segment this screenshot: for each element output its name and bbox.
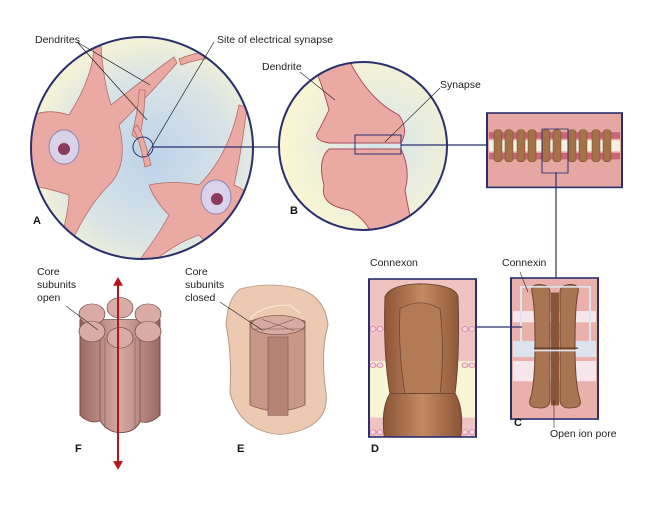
leader-line bbox=[519, 271, 529, 293]
panel-label-e: E bbox=[237, 443, 245, 455]
label-core-subunits-closed: Core subunits closed bbox=[185, 266, 225, 304]
leader-line bbox=[76, 41, 151, 121]
leader-line bbox=[65, 305, 99, 331]
cell-nucleus bbox=[48, 129, 80, 165]
label-site-of-electrical-synapse: Site of electrical synapse bbox=[217, 34, 334, 46]
panel-label-c: C bbox=[514, 417, 522, 429]
leader-line bbox=[146, 41, 215, 156]
panel-label-a: A bbox=[33, 215, 41, 227]
panel-d-connexon bbox=[368, 278, 477, 438]
leader-line bbox=[219, 301, 263, 331]
label-dendrite: Dendrite bbox=[262, 61, 302, 73]
label-core-subunits-open: Core subunits open bbox=[37, 266, 77, 304]
cell-nucleus bbox=[200, 179, 232, 215]
label-synapse: Synapse bbox=[440, 79, 481, 91]
panel-label-b: B bbox=[290, 205, 298, 217]
label-connexin: Connexin bbox=[502, 257, 547, 269]
panel-e-closed-channel bbox=[225, 284, 329, 436]
label-dendrites: Dendrites bbox=[35, 34, 80, 46]
label-open-ion-pore: Open ion pore bbox=[550, 428, 617, 440]
panel-f-open-channel bbox=[78, 277, 162, 470]
leader-line bbox=[384, 87, 441, 143]
label-connexon: Connexon bbox=[370, 257, 418, 269]
panel-label-f: F bbox=[75, 443, 82, 455]
panel-c-connexin-detail bbox=[510, 277, 599, 420]
ion-flow-arrow bbox=[113, 277, 123, 470]
leader-line bbox=[299, 71, 336, 101]
panel-label-d: D bbox=[371, 443, 379, 455]
panel-a-neurons bbox=[30, 36, 254, 260]
gap-junction-strip bbox=[486, 112, 623, 189]
panel-b-synapse bbox=[278, 61, 448, 231]
